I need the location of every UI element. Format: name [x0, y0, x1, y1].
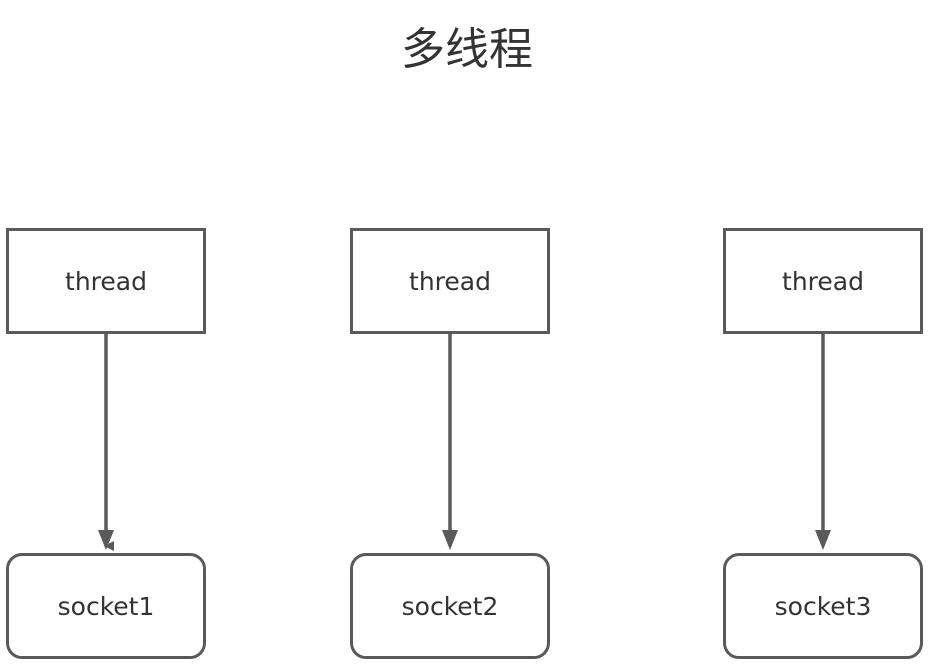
thread-node-3: thread — [723, 228, 923, 334]
thread-node-1-label: thread — [65, 266, 147, 296]
arrowhead-socket3 — [815, 530, 831, 550]
thread-node-2-label: thread — [409, 266, 491, 296]
thread-node-3-label: thread — [782, 266, 864, 296]
socket-node-2-label: socket2 — [401, 591, 499, 621]
socket-node-3-label: socket3 — [774, 591, 872, 621]
arrowhead-socket2 — [442, 530, 458, 550]
socket-node-1: socket1 — [6, 553, 206, 659]
thread-node-1: thread — [6, 228, 206, 334]
thread-node-2: thread — [350, 228, 550, 334]
socket-node-1-label: socket1 — [57, 591, 155, 621]
socket-node-3: socket3 — [723, 553, 923, 659]
socket-node-2: socket2 — [350, 553, 550, 659]
arrowhead-socket1 — [98, 530, 114, 550]
diagram-title: 多线程 — [401, 24, 533, 75]
